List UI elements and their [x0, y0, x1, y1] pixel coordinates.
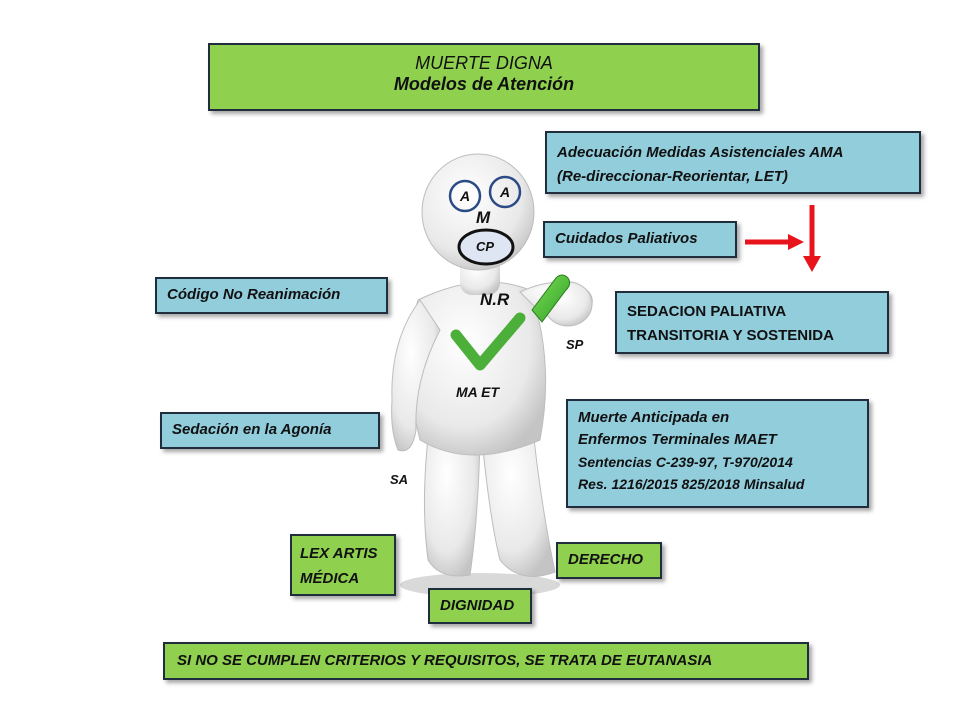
derecho-box: DERECHO: [556, 542, 662, 579]
dignidad-label: DIGNIDAD: [440, 597, 515, 614]
check-icon: [450, 312, 526, 371]
ama-line1: Adecuación Medidas Asistenciales AMA: [557, 144, 844, 161]
sa-label: SA: [390, 472, 409, 487]
maet-box: Muerte Anticipada en Enfermos Terminales…: [566, 399, 869, 508]
marker-icon: [531, 274, 571, 323]
left-leg: [423, 419, 481, 577]
title-line2: Modelos de Atención: [393, 74, 575, 94]
right-eye-circle: [488, 175, 522, 209]
maet-line3: Sentencias C-239-97, T-970/2014: [578, 454, 793, 470]
title-line1: MUERTE DIGNA: [415, 53, 553, 73]
sedacion-paliativa-line2: TRANSITORIA Y SOSTENIDA: [627, 327, 834, 344]
ama-line2: (Re-direccionar-Reorientar, LET): [557, 168, 788, 185]
dignidad-box: DIGNIDAD: [428, 588, 532, 624]
derecho-label: DERECHO: [568, 551, 644, 568]
maet-line4: Res. 1216/2015 825/2018 Minsalud: [578, 476, 805, 492]
left-arm: [391, 299, 441, 452]
ama-box: Adecuación Medidas Asistenciales AMA (Re…: [545, 131, 921, 194]
sedacion-agonia-label: Sedación en la Agonía: [172, 421, 332, 438]
mouth-oval: [457, 228, 515, 266]
arrow-down-icon: [803, 256, 821, 272]
maet-line1: Muerte Anticipada en: [578, 409, 730, 426]
mouth-m-label: M: [476, 208, 491, 227]
footer-label: SI NO SE CUMPLEN CRITERIOS Y REQUISITOS,…: [177, 652, 713, 669]
eye-left-label: A: [460, 188, 471, 204]
lex-artis-line1: LEX ARTIS: [300, 545, 378, 562]
footer-box: SI NO SE CUMPLEN CRITERIOS Y REQUISITOS,…: [163, 642, 809, 680]
left-eye-circle: [448, 179, 482, 213]
cuidados-paliativos-label: Cuidados Paliativos: [555, 230, 698, 247]
right-leg: [481, 419, 556, 577]
sp-label: SP: [566, 337, 584, 352]
codigo-no-reanimacion-label: Código No Reanimación: [167, 286, 341, 303]
title-box: MUERTE DIGNA Modelos de Atención: [208, 43, 760, 111]
sedacion-paliativa-box: SEDACION PALIATIVA TRANSITORIA Y SOSTENI…: [615, 291, 889, 354]
codigo-no-reanimacion-box: Código No Reanimación: [155, 277, 388, 314]
maet-line2: Enfermos Terminales MAET: [578, 431, 777, 448]
maet-label: MA ET: [456, 384, 500, 400]
lex-artis-box: LEX ARTIS MÉDICA: [290, 534, 396, 596]
sedacion-paliativa-line1: SEDACION PALIATIVA: [627, 303, 787, 320]
cuidados-paliativos-box: Cuidados Paliativos: [543, 221, 737, 258]
sedacion-agonia-box: Sedación en la Agonía: [160, 412, 380, 449]
nr-label: N.R: [480, 290, 510, 309]
lex-artis-line2: MÉDICA: [300, 570, 360, 587]
eye-right-label: A: [500, 184, 511, 200]
arrow-right-icon: [788, 234, 804, 250]
mouth-cp-label: CP: [476, 239, 495, 254]
